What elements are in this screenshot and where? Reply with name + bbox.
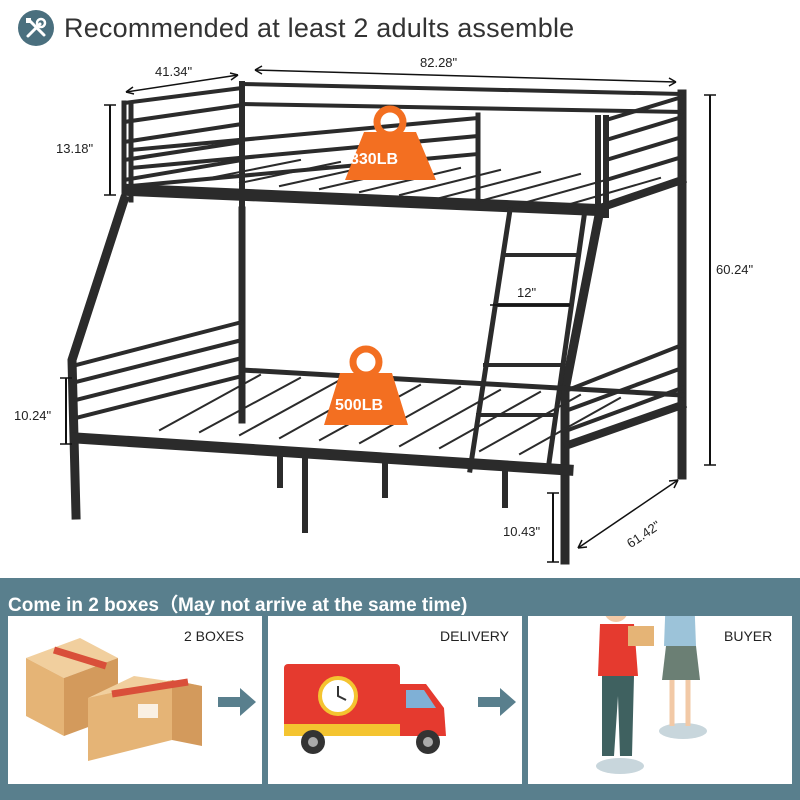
dim-depth-bottom: 61.42" (624, 517, 664, 550)
step-delivery-label: DELIVERY (440, 628, 509, 644)
header: Recommended at least 2 adults assemble (18, 8, 574, 48)
weight-bottom-icon (324, 345, 408, 425)
bunk-bed-illustration: 41.34" 82.28" 13.18" 60.24" 12" 10.24" 1… (14, 55, 754, 565)
step-boxes-label: 2 BOXES (184, 628, 244, 644)
step-buyer: BUYER (528, 561, 792, 784)
dim-ladder-width: 12" (517, 285, 536, 300)
header-text: Recommended at least 2 adults assemble (64, 12, 575, 43)
shipping-title: Come in 2 boxes（May not arrive at the sa… (8, 595, 468, 616)
tools-icon (18, 10, 54, 46)
dim-length: 82.28" (420, 55, 458, 70)
dim-guard-top: 13.18" (56, 141, 94, 156)
dim-under-clearance: 10.43" (503, 524, 541, 539)
truck-icon (284, 664, 446, 754)
weight-top-icon (345, 105, 436, 180)
arrow-right-icon (218, 688, 258, 721)
weight-bottom-label: 500LB (335, 397, 383, 414)
weight-top-label: 330LB (350, 151, 398, 168)
boxes-icon (26, 638, 202, 761)
dim-total-height: 60.24" (716, 262, 754, 277)
dim-depth-top: 41.34" (155, 64, 193, 79)
dim-guard-bottom: 10.24" (14, 408, 52, 423)
step-buyer-label: BUYER (724, 628, 773, 644)
arrow-right-icon (478, 688, 518, 721)
